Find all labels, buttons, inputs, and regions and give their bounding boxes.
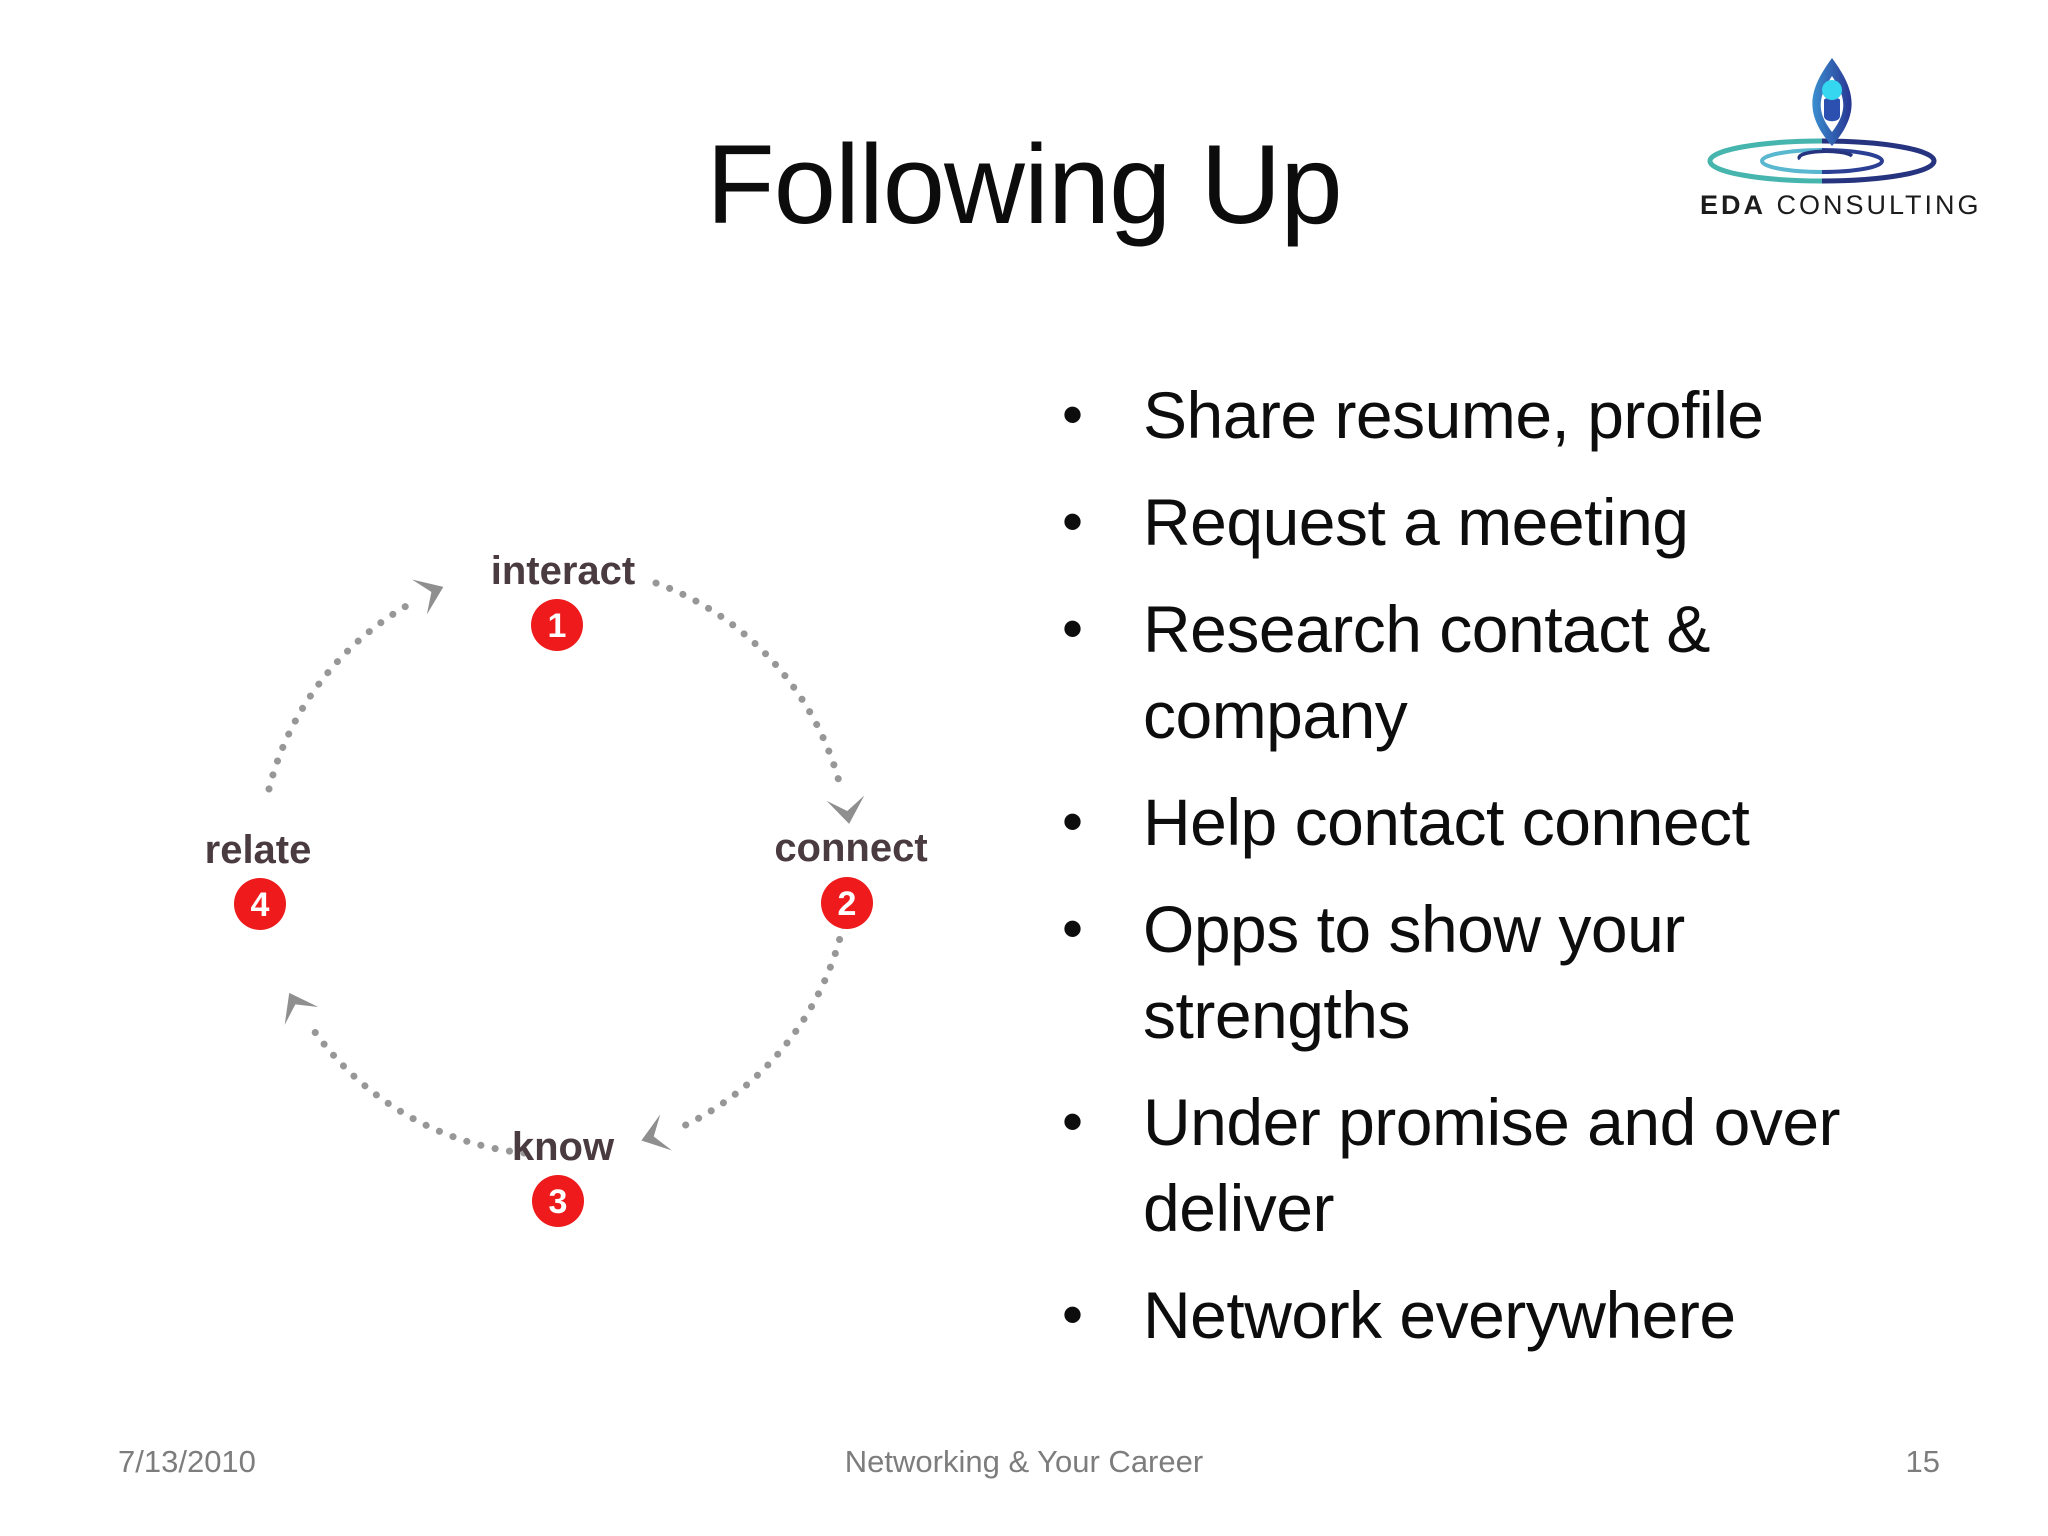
node-badge-2 xyxy=(821,877,873,929)
node-number-1: 1 xyxy=(548,607,567,645)
node-number-4: 4 xyxy=(251,886,270,924)
bullet-marker: • xyxy=(1062,595,1084,662)
bullet-text: Opps to show your strengths xyxy=(1143,892,1685,1052)
bullet-marker: • xyxy=(1062,895,1084,962)
footer-title: Networking & Your Career xyxy=(844,1444,1204,1479)
list-item: • Help contact connect xyxy=(1040,779,1940,865)
ripple-inner-right xyxy=(1821,148,1884,174)
node-label-connect: connect xyxy=(774,826,927,870)
arc-connect-to-know xyxy=(671,907,850,1134)
bullet-text: Under promise and over deliver xyxy=(1143,1085,1841,1245)
ripple-outer-left xyxy=(1707,138,1823,184)
arrow-to-interact-icon xyxy=(412,579,444,615)
figure-body xyxy=(1824,97,1840,122)
bullet-list: • Share resume, profile • Request a meet… xyxy=(1040,372,1940,1379)
ripple-swirl xyxy=(1797,149,1854,161)
logo-flame-ripple-icon xyxy=(1707,58,1937,184)
arrow-to-know-icon xyxy=(641,1114,672,1151)
figure-head xyxy=(1822,80,1842,100)
node-number-2: 2 xyxy=(838,885,857,923)
bullet-text: Research contact & company xyxy=(1143,592,1710,752)
arc-relate-to-interact xyxy=(265,601,412,793)
footer-page-number: 15 xyxy=(1905,1444,1940,1479)
bullet-text: Share resume, profile xyxy=(1143,378,1764,452)
cycle-diagram: interact 1 connect 2 know 3 relate 4 xyxy=(100,520,1000,1280)
bullet-marker: • xyxy=(1062,381,1084,448)
arc-know-to-relate xyxy=(306,1021,528,1157)
company-logo: EDA CONSULTING xyxy=(1700,46,1979,224)
logo-wordmark: EDA CONSULTING xyxy=(1700,190,1979,221)
bullet-text: Help contact connect xyxy=(1143,785,1750,859)
node-badge-3 xyxy=(532,1175,584,1227)
bullet-text: Network everywhere xyxy=(1143,1278,1736,1352)
logo-brand-bold: EDA xyxy=(1700,190,1767,220)
slide-title: Following Up xyxy=(706,122,1342,247)
arrow-to-connect-icon xyxy=(826,795,865,824)
bullet-marker: • xyxy=(1062,488,1084,555)
list-item: • Under promise and over deliver xyxy=(1040,1079,1940,1251)
footer-date: 7/13/2010 xyxy=(118,1444,256,1479)
list-item: • Research contact & company xyxy=(1040,586,1940,758)
ripple-inner-left xyxy=(1760,148,1823,174)
node-badge-4 xyxy=(234,878,286,930)
node-label-interact: interact xyxy=(491,549,636,593)
node-badge-1 xyxy=(531,599,583,651)
bullet-marker: • xyxy=(1062,1281,1084,1348)
bullet-text: Request a meeting xyxy=(1143,485,1689,559)
arc-interact-to-connect xyxy=(652,579,845,793)
arrow-to-relate-icon xyxy=(284,992,319,1025)
list-item: • Opps to show your strengths xyxy=(1040,886,1940,1058)
logo-brand-rest: CONSULTING xyxy=(1776,190,1982,220)
bullet-marker: • xyxy=(1062,788,1084,855)
node-number-3: 3 xyxy=(549,1183,568,1221)
list-item: • Share resume, profile xyxy=(1040,372,1940,458)
slide-footer: 7/13/2010 Networking & Your Career 15 xyxy=(0,1444,2048,1494)
list-item: • Request a meeting xyxy=(1040,479,1940,565)
flame-drop-icon xyxy=(1812,58,1852,146)
ripple-outer-right xyxy=(1821,138,1937,184)
node-label-relate: relate xyxy=(205,828,312,872)
bullet-marker: • xyxy=(1062,1088,1084,1155)
node-label-know: know xyxy=(512,1125,615,1169)
list-item: • Network everywhere xyxy=(1040,1272,1940,1358)
